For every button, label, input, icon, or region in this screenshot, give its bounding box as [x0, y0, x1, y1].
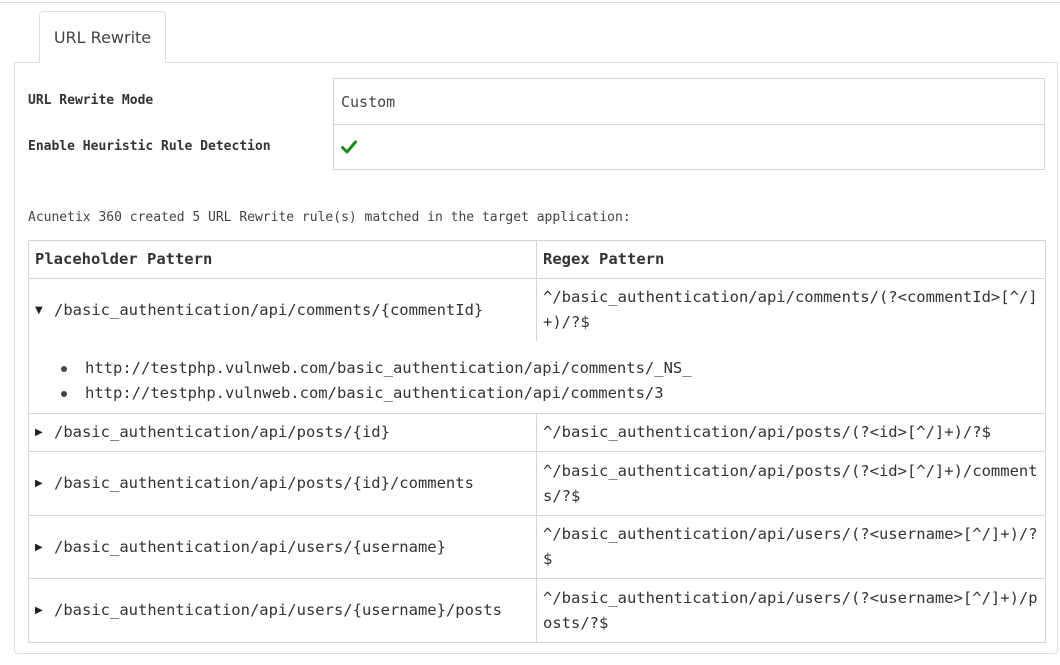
column-header-placeholder: Placeholder Pattern: [28, 240, 537, 279]
placeholder-cell-toggle[interactable]: ▶ /basic_authentication/api/users/{userna…: [28, 515, 537, 579]
placeholder-cell-toggle[interactable]: ▶ /basic_authentication/api/posts/{id}: [28, 413, 537, 452]
placeholder-cell-toggle[interactable]: ▼ /basic_authentication/api/comments/{com…: [28, 278, 537, 341]
placeholder-cell-toggle[interactable]: ▶ /basic_authentication/api/posts/{id}/co…: [28, 451, 537, 516]
table-header-row: Placeholder Pattern Regex Pattern: [28, 240, 1046, 279]
placeholder-pattern-text: /basic_authentication/api/posts/{id}: [54, 423, 390, 441]
table-row: ▶ /basic_authentication/api/posts/{id}/co…: [28, 451, 1046, 516]
heuristic-detection-value: [333, 124, 1045, 170]
sample-urls-cell: http://testphp.vulnweb.com/basic_authent…: [28, 341, 1046, 414]
table-row: ▶ /basic_authentication/api/users/{userna…: [28, 515, 1046, 579]
top-divider: [0, 2, 1060, 3]
caret-right-icon[interactable]: ▶: [35, 478, 43, 489]
table-row: ▶ /basic_authentication/api/users/{userna…: [28, 578, 1046, 643]
sample-urls-row: http://testphp.vulnweb.com/basic_authent…: [28, 341, 1046, 414]
tab-url-rewrite[interactable]: URL Rewrite: [39, 11, 166, 63]
table-row: ▶ /basic_authentication/api/posts/{id} ^/…: [28, 413, 1046, 452]
tab-url-rewrite-label: URL Rewrite: [53, 28, 152, 47]
rules-caption: Acunetix 360 created 5 URL Rewrite rule(…: [28, 210, 631, 225]
url-rewrite-rules-table: Placeholder Pattern Regex Pattern ▼ /basi…: [28, 240, 1046, 643]
regex-pattern-cell: ^/basic_authentication/api/comments/(?<c…: [536, 278, 1046, 341]
placeholder-pattern-text: /basic_authentication/api/users/{usernam…: [54, 537, 446, 556]
placeholder-pattern-text: /basic_authentication/api/posts/{id}/com…: [54, 474, 474, 492]
table-row: ▼ /basic_authentication/api/comments/{com…: [28, 278, 1046, 341]
regex-pattern-cell: ^/basic_authentication/api/posts/(?<id>[…: [536, 413, 1046, 452]
url-rewrite-panel: URL Rewrite Mode Custom Enable Heuristic…: [14, 62, 1058, 654]
regex-pattern-cell: ^/basic_authentication/api/users/(?<user…: [536, 578, 1046, 643]
sample-url-list: http://testphp.vulnweb.com/basic_authent…: [29, 356, 1045, 406]
heuristic-detection-label: Enable Heuristic Rule Detection: [28, 139, 271, 154]
placeholder-pattern-text: /basic_authentication/api/comments/{comm…: [54, 300, 484, 319]
list-item: http://testphp.vulnweb.com/basic_authent…: [61, 356, 1045, 381]
regex-pattern-cell: ^/basic_authentication/api/posts/(?<id>[…: [536, 451, 1046, 516]
caret-right-icon[interactable]: ▶: [35, 427, 43, 438]
regex-pattern-cell: ^/basic_authentication/api/users/(?<user…: [536, 515, 1046, 579]
list-item: http://testphp.vulnweb.com/basic_authent…: [61, 381, 1045, 406]
caret-right-icon[interactable]: ▶: [35, 605, 43, 616]
placeholder-cell-toggle[interactable]: ▶ /basic_authentication/api/users/{userna…: [28, 578, 537, 643]
caret-down-icon[interactable]: ▼: [35, 304, 43, 316]
column-header-regex: Regex Pattern: [536, 240, 1046, 279]
caret-right-icon[interactable]: ▶: [35, 541, 43, 553]
url-rewrite-mode-value: Custom: [333, 78, 1045, 125]
checkmark-icon: [341, 140, 357, 154]
placeholder-pattern-text: /basic_authentication/api/users/{usernam…: [54, 601, 502, 619]
url-rewrite-mode-text: Custom: [341, 92, 396, 111]
url-rewrite-mode-label: URL Rewrite Mode: [28, 93, 154, 108]
